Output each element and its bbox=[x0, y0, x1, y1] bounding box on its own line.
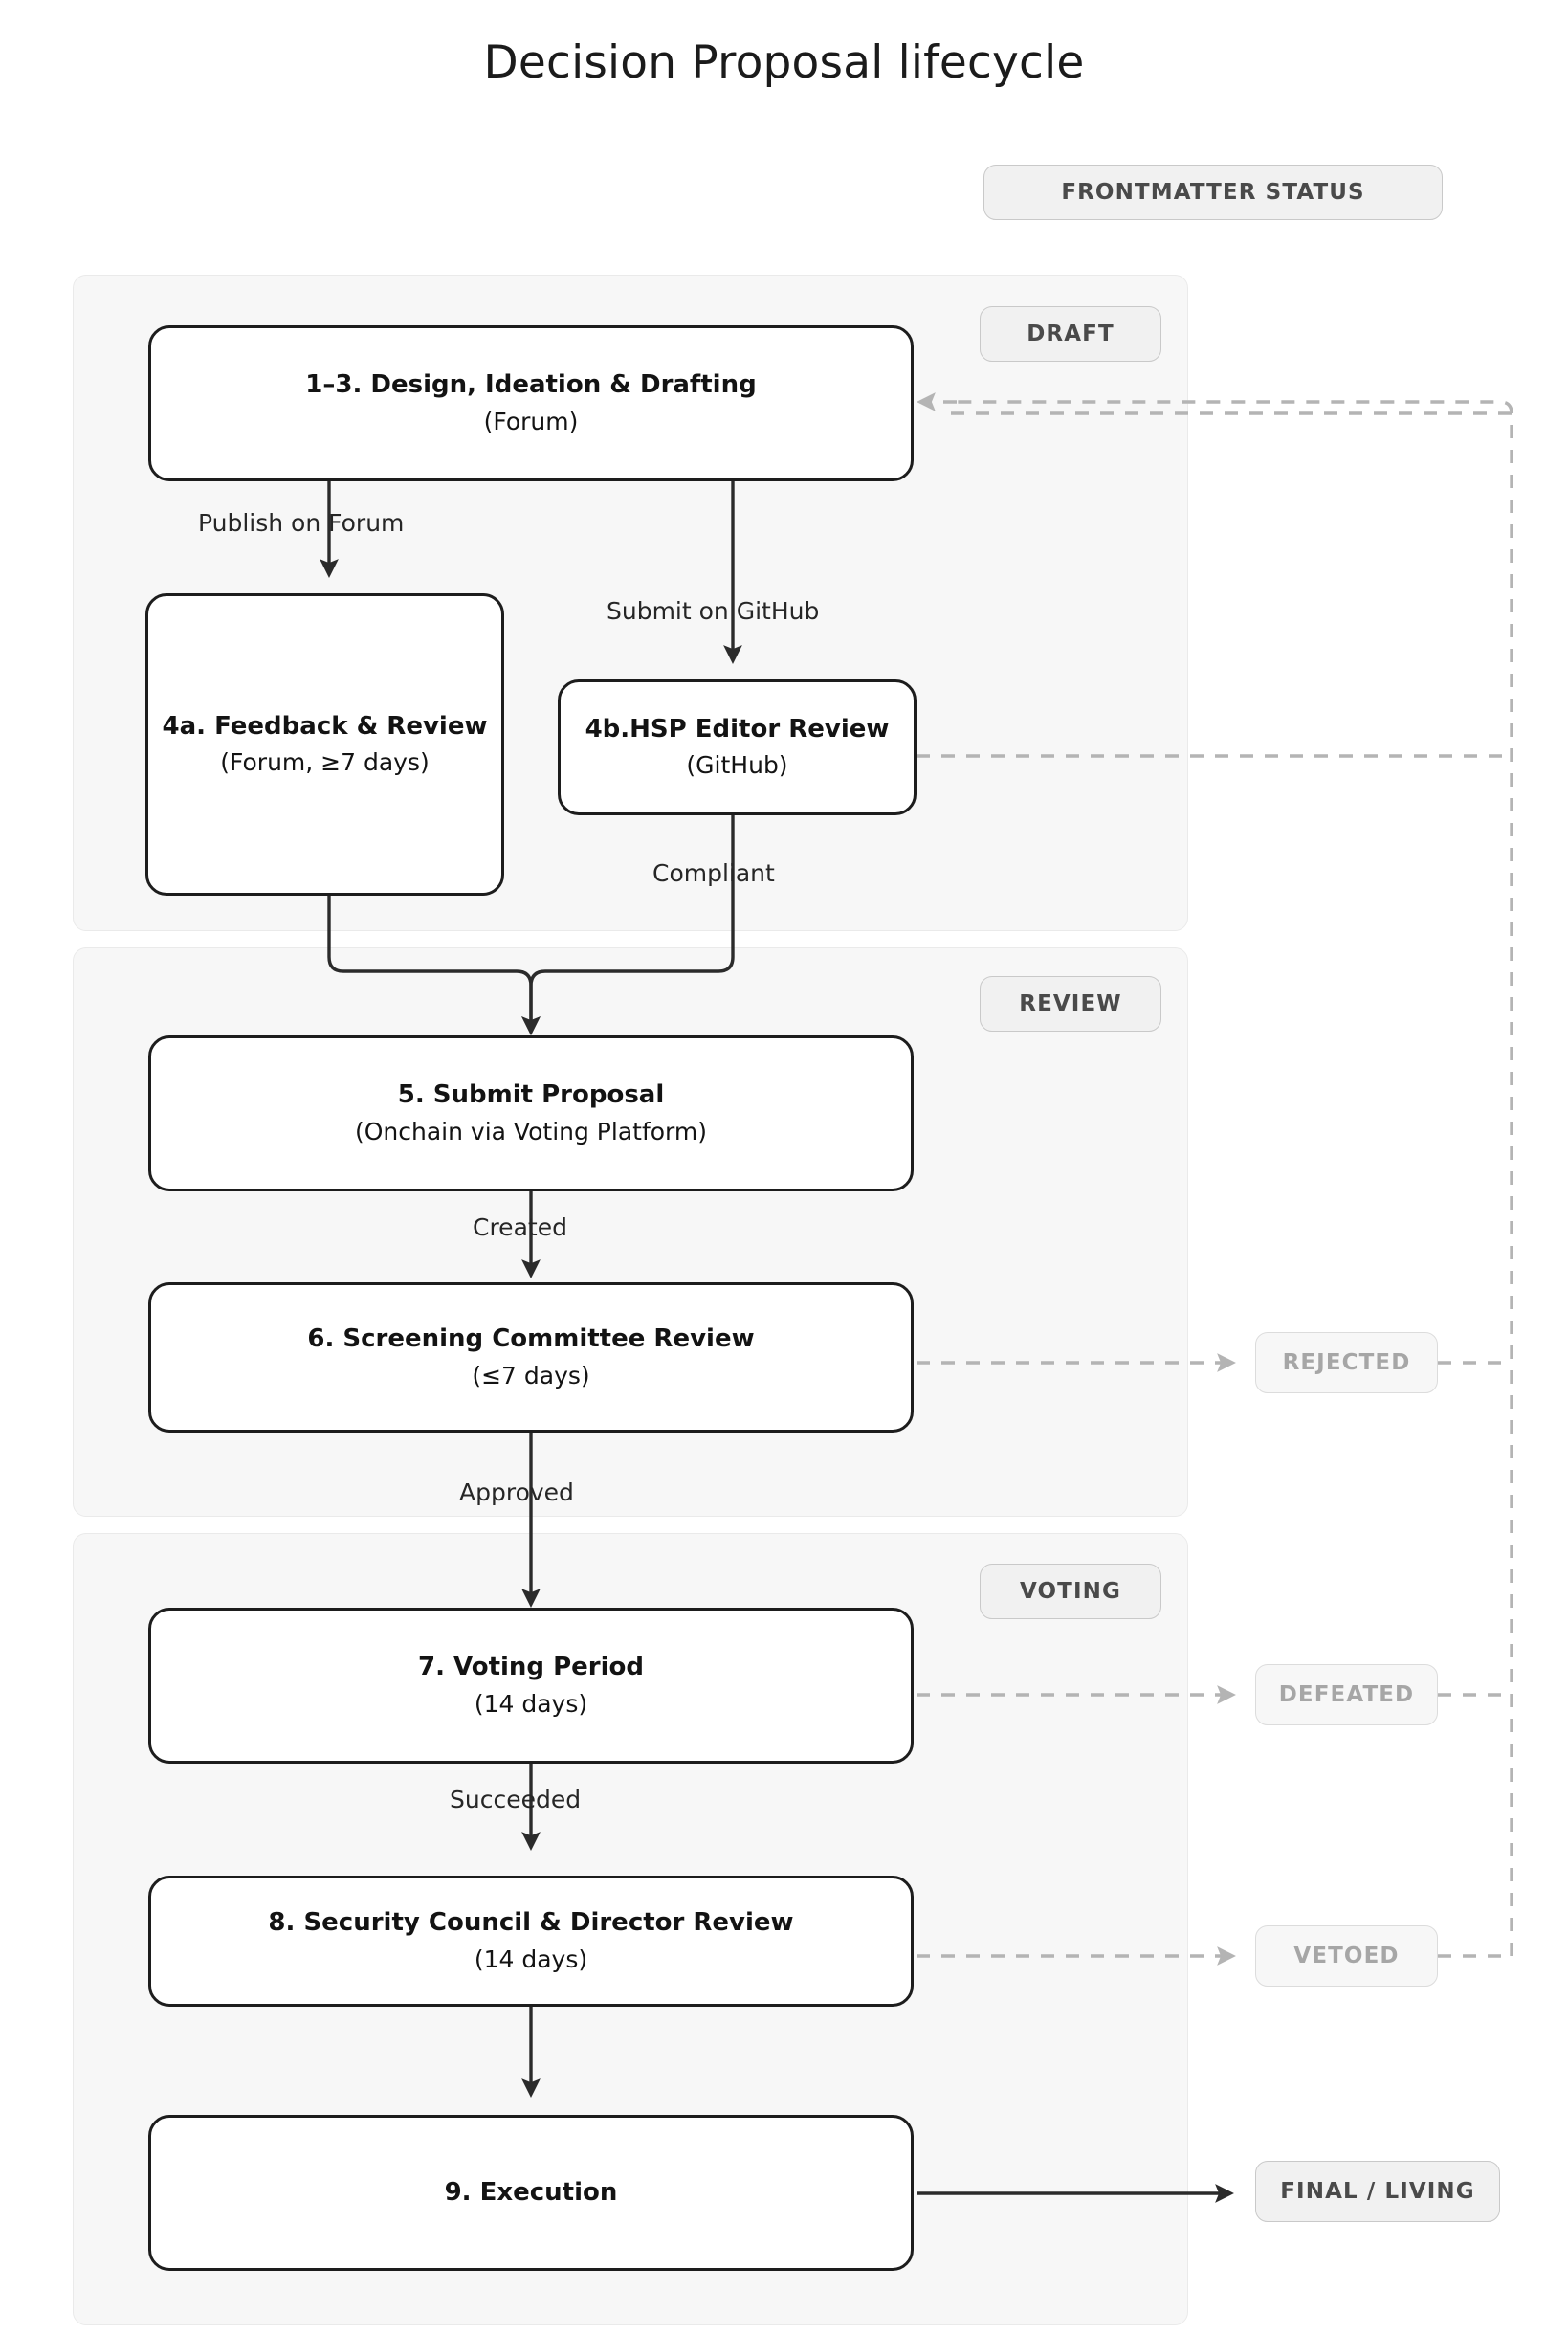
node-security-council-director-review[interactable]: 8. Security Council & Director Review (1… bbox=[148, 1876, 914, 2007]
node-design-ideation-drafting[interactable]: 1–3. Design, Ideation & Drafting (Forum) bbox=[148, 325, 914, 481]
node-title: 4b.HSP Editor Review bbox=[585, 714, 890, 744]
node-subtitle: (Onchain via Voting Platform) bbox=[355, 1117, 707, 1145]
node-title: 1–3. Design, Ideation & Drafting bbox=[305, 370, 757, 400]
status-badge-rejected: REJECTED bbox=[1255, 1332, 1438, 1393]
cluster-label-voting: VOTING bbox=[980, 1564, 1161, 1619]
cluster-label-review: REVIEW bbox=[980, 976, 1161, 1032]
edge-label-created: Created bbox=[473, 1213, 567, 1241]
node-screening-committee-review[interactable]: 6. Screening Committee Review (≤7 days) bbox=[148, 1282, 914, 1433]
edge-label-succeeded: Succeeded bbox=[450, 1786, 582, 1813]
node-title: 8. Security Council & Director Review bbox=[268, 1908, 794, 1938]
node-submit-proposal[interactable]: 5. Submit Proposal (Onchain via Voting P… bbox=[148, 1035, 914, 1191]
node-execution[interactable]: 9. Execution bbox=[148, 2115, 914, 2271]
node-feedback-review[interactable]: 4a. Feedback & Review (Forum, ≥7 days) bbox=[145, 593, 504, 896]
page-title: Decision Proposal lifecycle bbox=[483, 36, 1085, 89]
edge-label-approved: Approved bbox=[459, 1478, 574, 1506]
node-subtitle: (≤7 days) bbox=[472, 1361, 590, 1389]
edge-label-publish-on-forum: Publish on Forum bbox=[198, 509, 405, 537]
node-title: 4a. Feedback & Review bbox=[162, 711, 488, 741]
node-subtitle: (14 days) bbox=[474, 1945, 588, 1973]
node-title: 6. Screening Committee Review bbox=[307, 1324, 755, 1354]
cluster-label-draft: DRAFT bbox=[980, 306, 1161, 362]
status-badge-defeated: DEFEATED bbox=[1255, 1664, 1438, 1725]
node-subtitle: (14 days) bbox=[474, 1689, 588, 1718]
node-title: 7. Voting Period bbox=[418, 1653, 644, 1682]
status-badge-final-living: FINAL / LIVING bbox=[1255, 2161, 1500, 2222]
node-title: 5. Submit Proposal bbox=[397, 1080, 665, 1110]
edge-label-compliant: Compliant bbox=[652, 859, 775, 887]
node-title: 9. Execution bbox=[444, 2177, 618, 2207]
node-subtitle: (GitHub) bbox=[686, 751, 788, 780]
status-badge-vetoed: VETOED bbox=[1255, 1925, 1438, 1987]
node-voting-period[interactable]: 7. Voting Period (14 days) bbox=[148, 1608, 914, 1764]
edge-label-submit-on-github: Submit on GitHub bbox=[607, 597, 820, 625]
node-subtitle: (Forum, ≥7 days) bbox=[220, 748, 430, 777]
legend-frontmatter-status: FRONTMATTER STATUS bbox=[983, 165, 1443, 220]
node-subtitle: (Forum) bbox=[483, 407, 579, 435]
node-hsp-editor-review[interactable]: 4b.HSP Editor Review (GitHub) bbox=[558, 679, 917, 815]
